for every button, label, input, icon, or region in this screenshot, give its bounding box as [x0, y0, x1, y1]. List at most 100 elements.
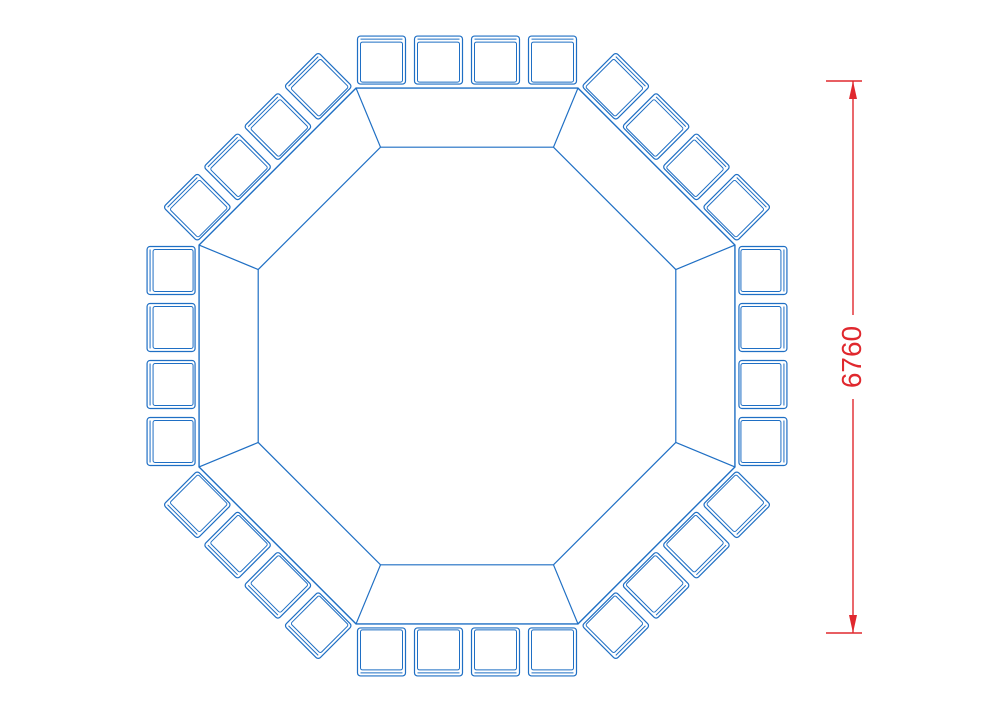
- chair-frame: [163, 173, 231, 241]
- chair-frame: [413, 35, 464, 85]
- chair-backrest: [736, 177, 767, 208]
- chair: [738, 302, 788, 353]
- chair: [582, 52, 650, 120]
- chair-frame: [356, 35, 407, 85]
- chair-seat: [360, 629, 403, 671]
- chair-frame: [146, 416, 196, 467]
- chair: [738, 245, 788, 296]
- chair: [622, 552, 690, 619]
- chair: [244, 93, 312, 160]
- chair-seat: [152, 306, 194, 349]
- chair-frame: [582, 592, 650, 660]
- chair-seat: [740, 249, 782, 292]
- chair-frame: [738, 302, 788, 353]
- chair-seat: [360, 41, 403, 83]
- chair-frame: [413, 627, 464, 677]
- chair-frame: [738, 245, 788, 296]
- chair-seat: [290, 595, 349, 653]
- chair: [204, 511, 271, 579]
- chair: [146, 416, 196, 467]
- table-outer-edge: [198, 87, 736, 625]
- chair-backrest: [207, 136, 238, 168]
- chair: [738, 359, 788, 410]
- chair-frame: [146, 245, 196, 296]
- table-segment-joint: [198, 244, 259, 271]
- chair-frame: [470, 627, 521, 677]
- chair-backrest: [615, 56, 646, 87]
- dimension-annotation: 6760: [826, 80, 869, 634]
- chair-seat: [152, 420, 194, 463]
- chair-frame: [284, 592, 352, 660]
- table-inner-edge: [257, 146, 677, 566]
- chair-seat: [706, 474, 764, 533]
- chair: [244, 552, 312, 619]
- chair-seat: [666, 515, 724, 573]
- chair-frame: [703, 173, 771, 241]
- chair-seat: [417, 41, 460, 83]
- table-segment-joint: [675, 441, 736, 468]
- chair-backrest: [288, 56, 319, 87]
- chair-backrest: [247, 96, 279, 127]
- chair-seat: [585, 595, 644, 653]
- chair-frame: [146, 359, 196, 410]
- dimension-value: 6760: [836, 326, 867, 388]
- chair-frame: [244, 93, 312, 160]
- chair-seat: [585, 59, 644, 117]
- chair-frame: [738, 416, 788, 467]
- chair: [738, 416, 788, 467]
- dimension-arrow-top: [849, 81, 857, 99]
- chair-seat: [531, 629, 574, 671]
- chair: [470, 627, 521, 677]
- chair-backrest: [655, 585, 687, 616]
- chair-seat: [740, 363, 782, 406]
- chair-backrest: [615, 625, 646, 656]
- chair-backrest: [207, 544, 238, 576]
- chair-seat: [474, 629, 517, 671]
- chair-frame: [527, 627, 578, 677]
- chair-backrest: [736, 504, 767, 535]
- chair-seat: [740, 420, 782, 463]
- chair-seat: [210, 139, 268, 197]
- chair-frame: [738, 359, 788, 410]
- chair-seat: [290, 59, 349, 117]
- chair: [284, 52, 352, 120]
- chair: [284, 592, 352, 660]
- chair-seat: [626, 555, 684, 613]
- chair: [527, 35, 578, 85]
- chair: [146, 245, 196, 296]
- dimension-arrow-bottom: [849, 615, 857, 633]
- chair-frame: [622, 93, 690, 160]
- chair-frame: [163, 471, 231, 539]
- chair: [163, 471, 231, 539]
- chair-seat: [152, 363, 194, 406]
- chair-backrest: [167, 177, 198, 208]
- chair-seat: [152, 249, 194, 292]
- chair: [146, 302, 196, 353]
- chair: [663, 511, 730, 579]
- chair-frame: [622, 552, 690, 619]
- chair-frame: [204, 511, 271, 579]
- chair: [163, 173, 231, 241]
- chair-seat: [706, 179, 764, 238]
- chair: [582, 592, 650, 660]
- chair: [146, 359, 196, 410]
- chair-seat: [210, 515, 268, 573]
- chair: [703, 471, 771, 539]
- chair-seat: [250, 555, 308, 613]
- chair-frame: [663, 511, 730, 579]
- chair-frame: [703, 471, 771, 539]
- chair: [527, 627, 578, 677]
- chair-frame: [527, 35, 578, 85]
- chair-seat: [740, 306, 782, 349]
- chair-frame: [582, 52, 650, 120]
- chair: [356, 627, 407, 677]
- table-segment-joint: [675, 244, 736, 271]
- chair: [703, 173, 771, 241]
- chair-backrest: [655, 96, 687, 127]
- chair-backrest: [167, 504, 198, 535]
- chair-backrest: [696, 544, 727, 576]
- chair: [470, 35, 521, 85]
- chair-seat: [170, 474, 228, 533]
- table-segment-joint: [198, 441, 259, 468]
